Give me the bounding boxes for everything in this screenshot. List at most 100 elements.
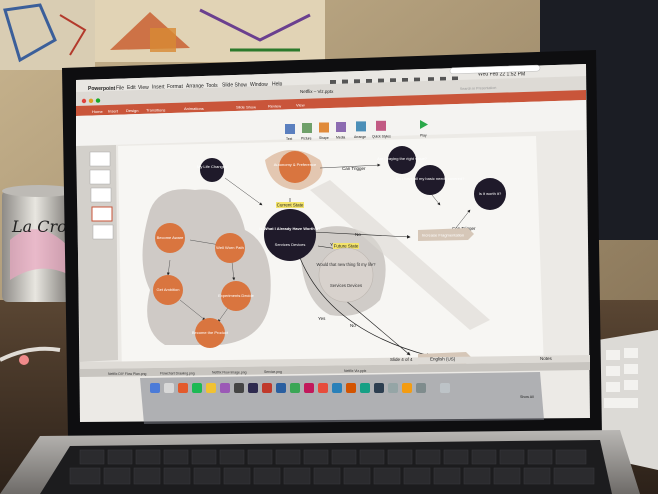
can-brand-text: La Croix bbox=[11, 217, 81, 236]
menu-insert[interactable]: Insert bbox=[152, 85, 165, 91]
node-experiments bbox=[221, 281, 251, 311]
file-tabs-bar bbox=[80, 362, 590, 377]
node-get-ambition-label: Get Ambition bbox=[157, 287, 180, 292]
close-button[interactable] bbox=[81, 98, 87, 104]
ai-icon[interactable] bbox=[262, 383, 272, 393]
search-input[interactable] bbox=[449, 64, 541, 75]
box-increase-label: Increase Fragmentation bbox=[422, 233, 464, 238]
node-become-product-label: Become the Product bbox=[192, 330, 229, 335]
slide-thumb-4[interactable] bbox=[91, 206, 113, 222]
kids-drawing-center bbox=[95, 0, 325, 62]
acrobat-icon[interactable] bbox=[318, 383, 328, 393]
media-icon[interactable] bbox=[336, 122, 346, 132]
lacroix-can: La Croix bbox=[2, 185, 81, 302]
tag-current-state bbox=[276, 202, 304, 208]
file-tab-4[interactable]: Service.png bbox=[264, 370, 282, 374]
menu-window[interactable]: Window bbox=[250, 82, 268, 88]
dock-icons bbox=[150, 383, 450, 393]
chrome-icon[interactable] bbox=[178, 383, 188, 393]
terminal-icon[interactable] bbox=[234, 383, 244, 393]
label-yes-2: Yes bbox=[318, 316, 326, 321]
flow-diagram: No Yes Yes No Can Trigger Can Trigger My… bbox=[142, 146, 506, 365]
menu-slideshow[interactable]: Slide Show bbox=[222, 83, 247, 89]
node-current-state-label: Is What I Already Have Worth It? bbox=[259, 226, 321, 231]
ribbon-body bbox=[76, 100, 586, 146]
menubar-app-name[interactable]: Powerpoint bbox=[88, 86, 116, 92]
launchpad-icon[interactable] bbox=[164, 383, 174, 393]
slide-thumb-2[interactable] bbox=[89, 169, 111, 185]
tab-slideshow[interactable]: Slide Show bbox=[236, 105, 256, 110]
notes-icon[interactable] bbox=[206, 383, 216, 393]
node-basic-needs-label: Do I have all my basic needs covered? bbox=[396, 176, 465, 181]
id-icon[interactable] bbox=[304, 383, 314, 393]
ppt-statusbar bbox=[80, 355, 590, 369]
file-tab-3[interactable]: Netflix Flow Image.png bbox=[212, 371, 247, 375]
slide-thumb-1[interactable] bbox=[89, 151, 111, 167]
ps-icon[interactable] bbox=[276, 383, 286, 393]
node-current-state bbox=[264, 209, 316, 261]
tab-animations[interactable]: Animations bbox=[184, 106, 204, 111]
slack-icon[interactable] bbox=[220, 383, 230, 393]
minimize-button[interactable] bbox=[88, 98, 94, 104]
node-get-ambition bbox=[153, 275, 183, 305]
menu-edit[interactable]: Edit bbox=[127, 85, 136, 91]
menu-view[interactable]: View bbox=[138, 85, 149, 91]
tab-insert[interactable]: Insert bbox=[108, 109, 119, 114]
status-notes[interactable]: Notes bbox=[540, 356, 553, 361]
kids-drawing-left bbox=[0, 0, 95, 70]
preview-icon[interactable] bbox=[388, 383, 398, 393]
menubar-status-icons bbox=[330, 76, 458, 85]
play-icon[interactable] bbox=[420, 120, 428, 129]
node-right-value-label: Are I paying the right value? bbox=[377, 156, 428, 161]
status-slide-count: Slide 4 of 4 bbox=[390, 357, 413, 362]
tab-home[interactable]: Home bbox=[92, 109, 103, 114]
node-basic-needs bbox=[415, 165, 445, 195]
tab-transitions[interactable]: Transitions bbox=[146, 107, 165, 112]
play-button-label: Play bbox=[420, 133, 427, 137]
word-icon[interactable] bbox=[374, 383, 384, 393]
mail-icon[interactable] bbox=[332, 383, 342, 393]
spotify-icon[interactable] bbox=[192, 383, 202, 393]
tab-review[interactable]: Review bbox=[268, 104, 281, 109]
mac-dock bbox=[140, 372, 544, 424]
shape-icon[interactable] bbox=[319, 122, 329, 133]
quick-styles-icon[interactable] bbox=[376, 120, 386, 131]
finder-icon[interactable] bbox=[150, 383, 160, 393]
node-my-life-label: My Life Changes bbox=[197, 164, 227, 169]
trash-icon[interactable] bbox=[440, 383, 450, 393]
label-trigger-1: Can Trigger bbox=[342, 166, 366, 171]
menu-arrange[interactable]: Arrange bbox=[186, 84, 204, 90]
menu-tools[interactable]: Tools bbox=[206, 83, 218, 89]
node-become-aware bbox=[155, 223, 185, 253]
arrange-icon[interactable] bbox=[356, 121, 366, 132]
box-increase-fragmentation bbox=[418, 228, 474, 241]
excel-icon[interactable] bbox=[360, 383, 370, 393]
menubar-clock: Wed Feb 22 1:52 PM bbox=[478, 72, 525, 78]
file-tab-5[interactable]: Netflix Viz.pptx bbox=[344, 369, 367, 373]
file-tab-1[interactable]: Netflix DIY Flow Plan.png bbox=[108, 372, 146, 376]
show-all-link[interactable]: Show All bbox=[520, 395, 534, 399]
node-worth-it-label: Is it worth it? bbox=[479, 191, 502, 196]
menu-file[interactable]: File bbox=[116, 86, 124, 92]
tag-future-state-label: Future State bbox=[334, 244, 359, 249]
tab-design[interactable]: Design bbox=[126, 108, 138, 113]
tab-view[interactable]: View bbox=[296, 103, 305, 108]
slide-thumb-3[interactable] bbox=[90, 187, 112, 203]
zoom-button[interactable] bbox=[95, 98, 101, 103]
node-become-aware-label: Become Aware bbox=[157, 235, 185, 240]
text-icon[interactable] bbox=[285, 124, 295, 134]
powerpoint-icon[interactable] bbox=[346, 383, 356, 393]
menu-format[interactable]: Format bbox=[167, 84, 183, 90]
menu-help[interactable]: Help bbox=[272, 81, 283, 87]
settings-icon[interactable] bbox=[416, 383, 426, 393]
sketch-icon[interactable] bbox=[402, 383, 412, 393]
node-well-worn-path bbox=[215, 233, 245, 263]
node-future-state bbox=[318, 247, 374, 303]
ae-icon[interactable] bbox=[248, 383, 258, 393]
dw-icon[interactable] bbox=[290, 383, 300, 393]
slide-thumb-5[interactable] bbox=[92, 224, 114, 240]
node-well-worn-label: Well Worn Path bbox=[216, 245, 244, 250]
picture-icon[interactable] bbox=[302, 123, 312, 133]
file-tab-2[interactable]: Flowchart Drawing.png bbox=[160, 371, 195, 375]
